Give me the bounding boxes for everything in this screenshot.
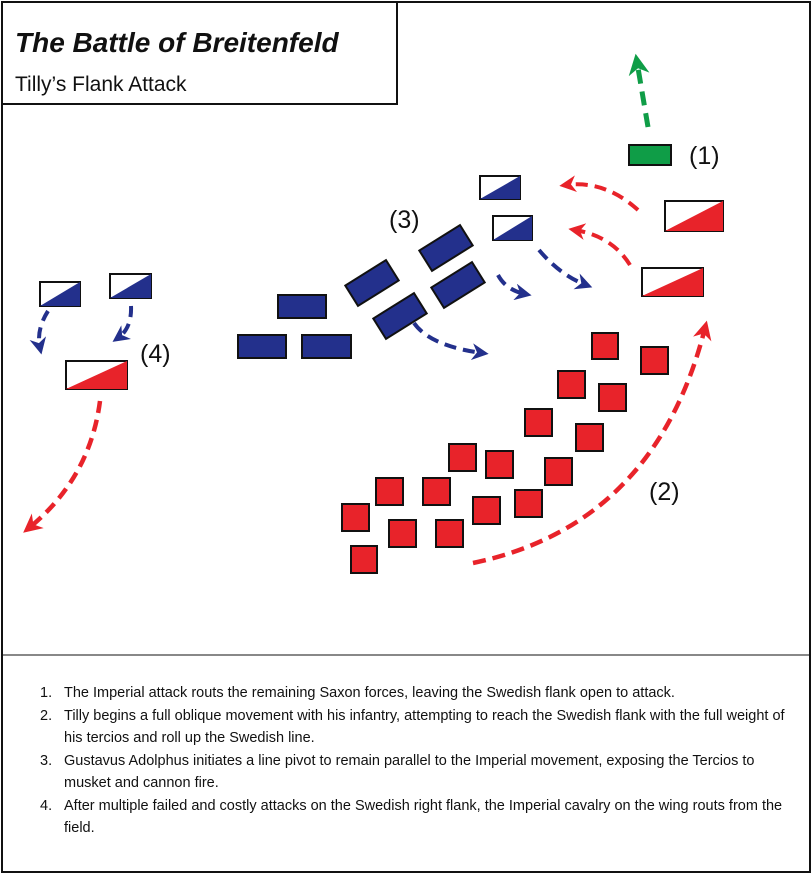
imperial-tercio — [350, 545, 378, 574]
saxon-unit — [628, 144, 672, 166]
swedish-infantry-unit — [417, 223, 475, 273]
imperial-tercio — [422, 477, 451, 506]
imperial-tercios — [341, 320, 712, 574]
page-title: The Battle of Breitenfeld — [15, 27, 339, 58]
imperial-cavalry-right — [559, 175, 724, 297]
imperial-tercio — [575, 423, 604, 452]
legend-text: After multiple failed and costly attacks… — [64, 797, 783, 837]
imperial-tercio — [640, 346, 669, 375]
swedish-infantry-unit — [429, 260, 487, 310]
legend-item: 4.After multiple failed and costly attac… — [40, 797, 783, 837]
swedish-counterattack-arrow — [112, 305, 134, 342]
map-label-step-2: (2) — [649, 478, 680, 506]
swedish-infantry-unit — [277, 294, 327, 319]
swedish-cavalry-unit — [109, 273, 152, 299]
swedish-infantry-unit — [371, 291, 429, 341]
legend-item: 1.The Imperial attack routs the remainin… — [40, 685, 675, 701]
oblique-advance-arrow — [472, 320, 712, 566]
imperial-tercio — [448, 443, 477, 472]
map-label-step-3: (3) — [389, 206, 420, 234]
imperial-tercio — [435, 519, 464, 548]
imperial-tercio — [375, 477, 404, 506]
swedish-infantry — [237, 223, 532, 360]
legend-item: 3.Gustavus Adolphus initiates a line piv… — [40, 752, 755, 792]
saxon-forces — [628, 53, 672, 166]
imperial-cavalry-unit — [664, 200, 724, 232]
page-subtitle: Tilly’s Flank Attack — [15, 73, 187, 96]
legend-item: 2.Tilly begins a full oblique movement w… — [40, 707, 785, 747]
swedish-cavalry-arrow — [537, 248, 593, 290]
swedish-pivot-arrow — [412, 321, 489, 360]
imperial-tercio — [341, 503, 370, 532]
cavalry-attack-arrow — [568, 223, 632, 267]
map-label-step-1: (1) — [689, 142, 720, 170]
imperial-tercio — [591, 332, 619, 360]
imperial-tercio — [544, 457, 573, 486]
swedish-cavalry-unit — [492, 215, 533, 241]
left-wing — [23, 273, 152, 533]
legend-text: The Imperial attack routs the remaining … — [64, 685, 675, 701]
imperial-tercio — [524, 408, 553, 437]
cavalry-attack-arrow — [559, 175, 640, 212]
legend-divider — [1, 654, 809, 656]
imperial-cavalry-unit — [65, 360, 128, 390]
swedish-cavalry-unit — [479, 175, 521, 200]
swedish-infantry-unit — [237, 334, 287, 359]
imperial-cavalry-unit — [641, 267, 704, 297]
imperial-tercio — [514, 489, 543, 518]
title-box: The Battle of Breitenfeld Tilly’s Flank … — [1, 1, 398, 105]
imperial-tercio — [472, 496, 501, 525]
swedish-pivot-arrow — [496, 273, 532, 301]
imperial-tercio — [598, 383, 627, 412]
imperial-tercio — [557, 370, 586, 399]
swedish-counterattack-arrow — [29, 309, 50, 355]
imperial-tercio — [388, 519, 417, 548]
legend-text: Gustavus Adolphus initiates a line pivot… — [64, 752, 755, 792]
legend-list: 1.The Imperial attack routs the remainin… — [40, 682, 785, 840]
swedish-infantry-unit — [301, 334, 352, 359]
swedish-cavalry-unit — [39, 281, 81, 307]
map-label-step-4: (4) — [140, 340, 171, 368]
swedish-cavalry-center — [479, 175, 593, 290]
saxon-rout-arrow — [628, 53, 651, 128]
swedish-infantry-unit — [343, 258, 401, 308]
legend-text: Tilly begins a full oblique movement wit… — [64, 707, 785, 747]
imperial-tercio — [485, 450, 514, 479]
